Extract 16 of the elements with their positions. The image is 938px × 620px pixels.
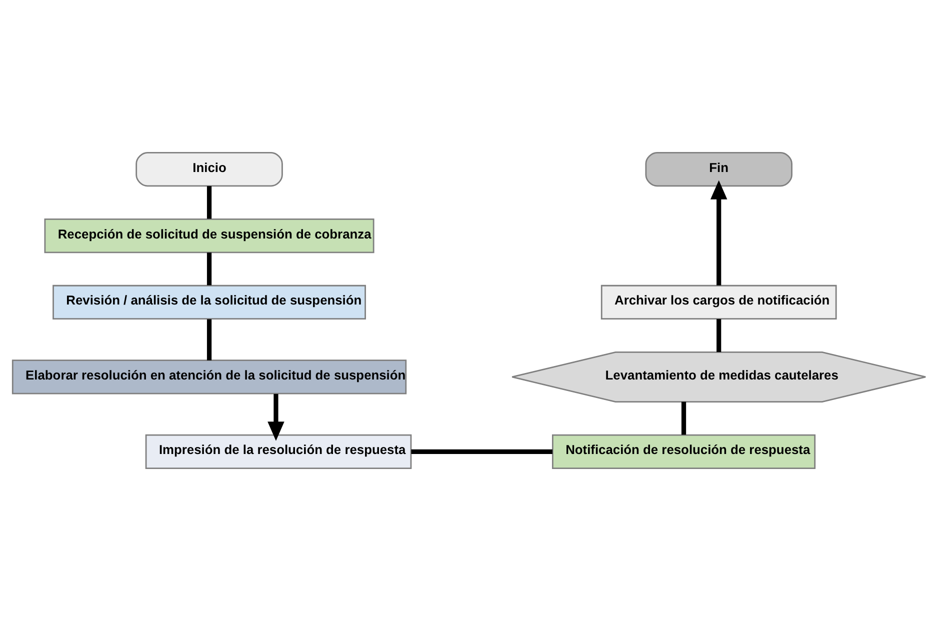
arrow [268,393,284,440]
arrow [710,180,728,285]
connector [681,401,686,434]
node-box: Inicio [136,152,283,186]
node-box: Revisión / análisis de la solicitud de suspensión [52,284,366,320]
connector [206,318,212,360]
connector [206,186,212,218]
node-box: Fin [645,152,792,186]
node-box: Archivar los cargos de notificación [600,284,837,320]
connector [716,318,722,352]
connector [411,448,552,454]
connector [206,252,212,285]
node-box: Impresión de la resolución de respuesta [145,434,412,468]
node-box: Elaborar resolución en atención de la solicitud de suspensión [12,359,407,394]
node-box: Notificación de resolución de respuesta [552,434,816,468]
node-box: Recepción de solicitud de suspensión de cobranza [44,218,374,253]
